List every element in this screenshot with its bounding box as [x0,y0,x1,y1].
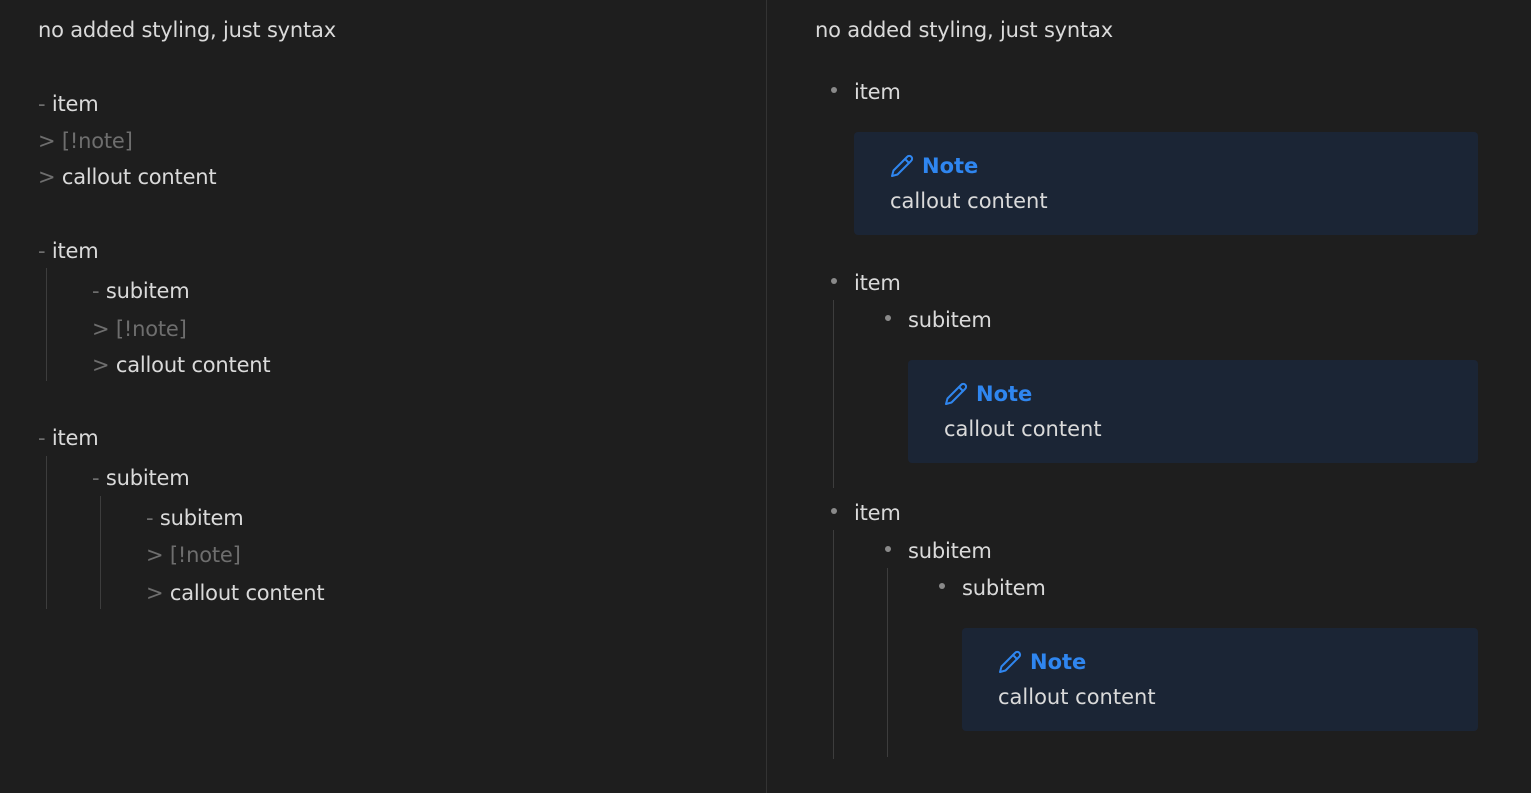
callout-type-text: [!note] [61,129,133,153]
quote-marker: > [92,353,110,377]
bullet-icon [885,546,891,552]
source-sublist-item: - subitem [92,465,190,491]
callout-type-text: [!note] [115,317,187,341]
bullet-icon [831,278,837,284]
indent-guide [46,268,47,381]
source-callout-type-line: > [!note] [146,542,241,568]
bullet-icon [831,87,837,93]
quote-marker: > [38,165,56,189]
source-callout-type-line: > [!note] [92,316,187,342]
callout-content-text: callout content [61,165,217,189]
source-callout-content-line: > callout content [92,352,271,378]
source-list-item: - item [38,238,99,264]
list-item-text: item [51,239,99,263]
source-callout-content-line: > callout content [38,164,217,190]
pencil-icon [945,382,968,405]
preview-list-item: item [854,271,901,295]
list-marker: - [146,506,154,530]
quote-marker: > [146,581,164,605]
list-marker: - [38,239,46,263]
preview-sublist-item: subitem [908,539,992,563]
list-marker: - [92,466,100,490]
callout-title[interactable]: Note [944,381,1032,407]
preview-heading: no added styling, just syntax [815,18,1113,42]
bullet-icon [939,583,945,589]
preview-list-item: item [854,501,901,525]
indent-guide [887,568,888,757]
source-list-item: - item [38,425,99,451]
callout-title[interactable]: Note [890,153,978,179]
preview-pane: no added styling, just syntax item Note … [767,0,1531,793]
callout-content-text: callout content [169,581,325,605]
callout-title[interactable]: Note [998,649,1086,675]
callout-content: callout content [890,189,1048,213]
quote-marker: > [146,543,164,567]
preview-sublist-item: subitem [908,308,992,332]
bullet-icon [831,508,837,514]
source-callout-content-line: > callout content [146,580,325,606]
quote-marker: > [38,129,56,153]
pencil-icon [891,154,914,177]
callout-content: callout content [944,417,1102,441]
source-callout-type-line: > [!note] [38,128,133,154]
indent-guide [833,530,834,759]
note-callout[interactable]: Note callout content [908,360,1478,463]
source-list-item: - item [38,91,99,117]
indent-guide [100,496,101,609]
callout-title-text: Note [1030,650,1087,674]
note-callout[interactable]: Note callout content [962,628,1478,731]
indent-guide [46,456,47,609]
sublist-item-text: subitem [105,279,190,303]
preview-sublist-item: subitem [962,576,1046,600]
list-item-text: item [51,426,99,450]
bullet-icon [885,315,891,321]
list-marker: - [38,92,46,116]
list-marker: - [92,279,100,303]
note-callout[interactable]: Note callout content [854,132,1478,235]
pencil-icon [999,650,1022,673]
callout-title-text: Note [922,154,979,178]
source-editor-pane[interactable]: no added styling, just syntax - item > [… [0,0,766,793]
source-sublist-item: - subitem [92,278,190,304]
sublist-item-text: subitem [105,466,190,490]
callout-title-text: Note [976,382,1033,406]
list-item-text: item [51,92,99,116]
pane-divider[interactable] [766,0,767,793]
source-heading: no added styling, just syntax [38,18,336,42]
preview-list-item: item [854,80,901,104]
callout-content-text: callout content [115,353,271,377]
sublist-item-text: subitem [159,506,244,530]
quote-marker: > [92,317,110,341]
callout-content: callout content [998,685,1156,709]
indent-guide [833,300,834,488]
list-marker: - [38,426,46,450]
source-sublist-item: - subitem [146,505,244,531]
callout-type-text: [!note] [169,543,241,567]
